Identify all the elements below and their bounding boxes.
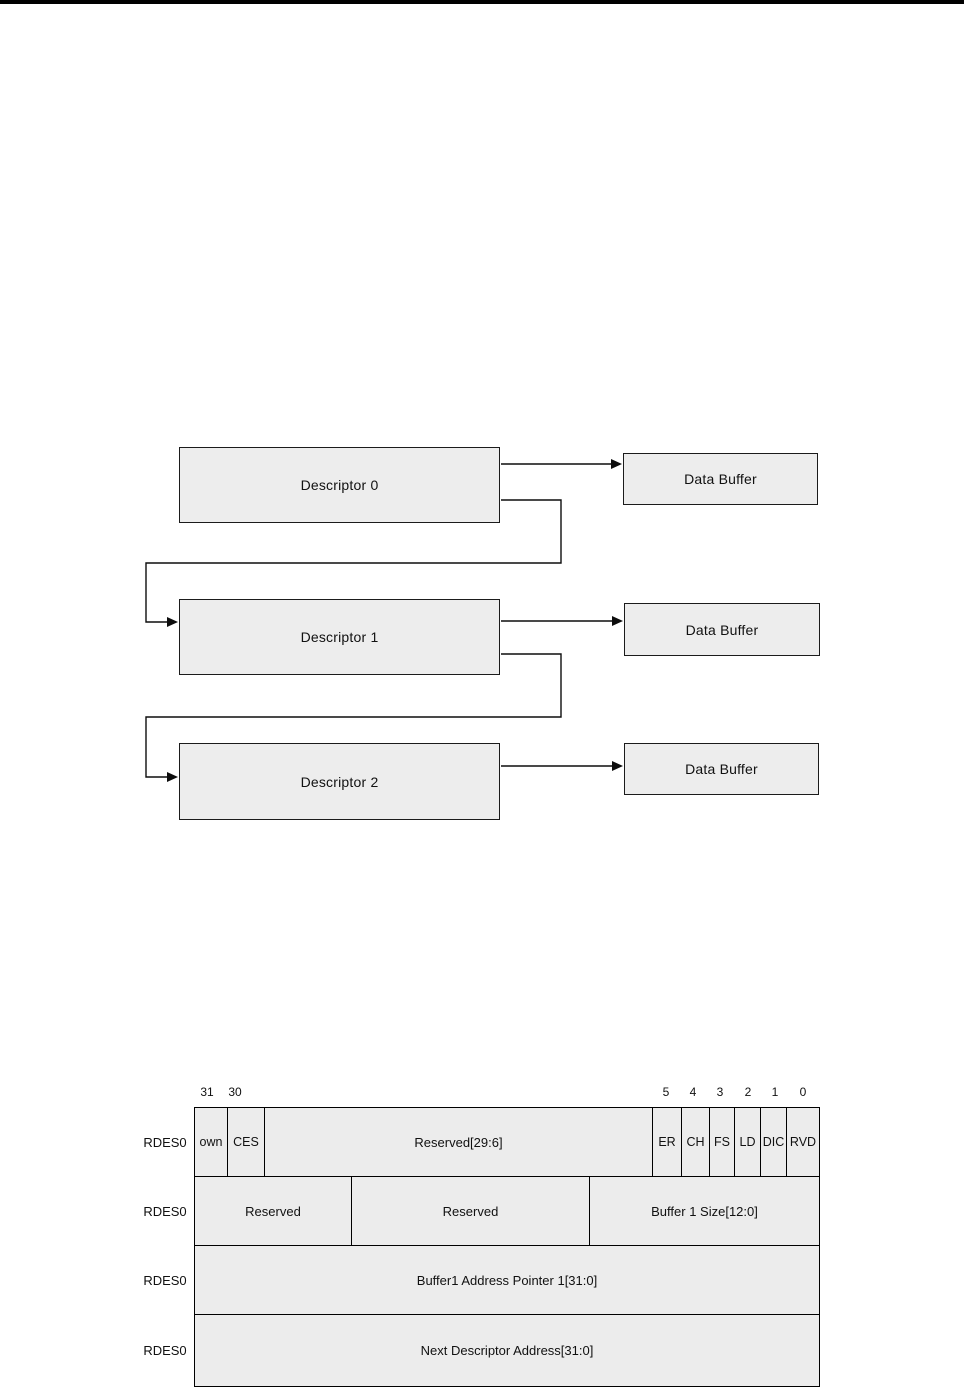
bit-number-30: 30 [228,1085,242,1099]
descriptor1-to-buffer1-arrow [501,616,623,626]
data-buffer-0-box: Data Buffer [623,453,818,505]
descriptor-2-box: Descriptor 2 [179,743,500,820]
descriptor-0-box: Descriptor 0 [179,447,500,523]
field-reserved-a: Reserved [195,1177,352,1245]
field-ld: LD [735,1108,761,1176]
data-buffer-2-label: Data Buffer [685,761,758,777]
bit-number-3: 3 [716,1085,724,1099]
row-label-rdes0-2: RDES0 [143,1272,187,1288]
field-ces: CES [228,1108,265,1176]
register-row-0: own CES Reserved[29:6] ER CH FS LD DIC R… [194,1107,820,1177]
field-reserved-b: Reserved [352,1177,590,1245]
field-rvd: RVD [789,1135,817,1149]
register-row-1: Reserved Reserved Buffer 1 Size[12:0] [194,1176,820,1246]
descriptor-0-label: Descriptor 0 [300,477,379,493]
descriptor2-to-buffer2-arrow [501,761,623,771]
register-row-2: Buffer1 Address Pointer 1[31:0] [194,1245,820,1315]
field-reserved-29-6: Reserved[29:6] [265,1108,653,1176]
bit-number-31: 31 [200,1085,214,1099]
bit-number-2: 2 [744,1085,752,1099]
register-row-3: Next Descriptor Address[31:0] [194,1314,820,1387]
data-buffer-1-label: Data Buffer [685,621,759,638]
field-own: own [195,1108,228,1176]
bit-number-1: 1 [771,1085,779,1099]
field-ch: CH [682,1108,710,1176]
field-buffer1-size: Buffer 1 Size[12:0] [651,1203,758,1219]
descriptor-2-label: Descriptor 2 [300,773,379,790]
data-buffer-2-box: Data Buffer [624,743,819,795]
descriptor0-to-buffer0-arrow [501,459,622,469]
field-next-descriptor-address: Next Descriptor Address[31:0] [420,1343,594,1358]
field-er: ER [653,1108,682,1176]
page-top-rule [0,0,964,4]
row-label-rdes0-3: RDES0 [143,1343,187,1358]
row-label-rdes0-1: RDES0 [143,1203,187,1219]
data-buffer-0-label: Data Buffer [684,471,757,487]
bit-number-5: 5 [662,1085,670,1099]
field-fs: FS [710,1108,735,1176]
bit-number-4: 4 [689,1085,697,1099]
descriptor-1-label: Descriptor 1 [300,629,379,645]
field-buffer1-address-pointer: Buffer1 Address Pointer 1[31:0] [416,1272,598,1288]
bit-number-0: 0 [799,1085,807,1099]
field-dic: DIC [761,1108,787,1176]
data-buffer-1-box: Data Buffer [624,603,820,656]
row-label-rdes0-0: RDES0 [143,1134,187,1150]
descriptor-1-box: Descriptor 1 [179,599,500,675]
